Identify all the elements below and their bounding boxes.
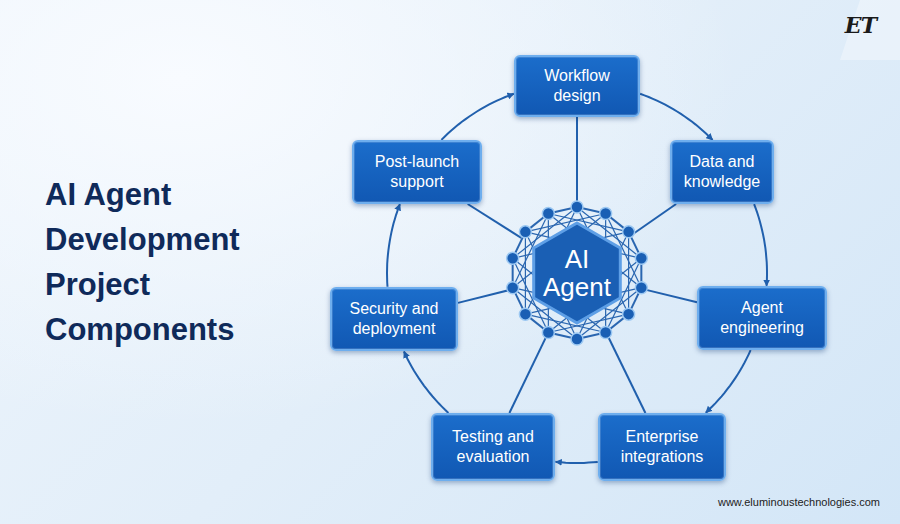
network-dot [623,308,635,320]
node-text: Data and knowledge [682,152,762,192]
network-dot [635,252,647,264]
network-link [525,232,526,314]
node-text: Post-launch support [364,152,470,192]
network-dot [542,326,554,338]
network-dot [600,326,612,338]
website-url: www.eluminoustechnologies.com [718,496,880,508]
network-dot [507,252,519,264]
cycle-arrow [404,352,448,413]
hub-node: AI Agent [502,198,652,348]
cycle-arrow [387,204,400,287]
network-dot [635,282,647,294]
cycle-arrow [640,94,713,140]
network-dot [507,282,519,294]
spoke-line [468,204,522,238]
network-dot [600,208,612,220]
diagram-title: AI Agent Development Project Components [45,172,305,352]
cycle-arrow [441,94,513,140]
network-dot [571,201,583,213]
process-box: Workflow design [514,55,640,117]
cycle-arrow [556,462,598,463]
network-dot [519,308,531,320]
hexagon-core [534,223,621,323]
process-box: Post-launch support [352,140,482,204]
spoke-line [576,117,578,207]
spoke-line [631,204,676,235]
process-box: Testing and evaluation [431,413,555,481]
network-link [628,232,629,314]
node-text: Testing and evaluation [443,427,543,467]
cycle-arrow [754,204,767,286]
node-text: Workflow design [526,66,628,106]
network-dot [571,333,583,345]
process-box: Agent engineering [697,286,827,350]
spoke-line [606,332,645,413]
spoke-line [509,332,548,413]
cycle-arrow [706,350,751,413]
spoke-line [641,289,697,303]
node-text: AI Agent [537,245,617,301]
spoke-line [458,289,513,303]
process-box: Security and deployment [330,287,458,351]
node-text: Agent engineering [709,298,815,338]
network-dot [519,226,531,238]
network-dot [623,226,635,238]
node-text: Security and deployment [342,299,446,339]
process-box: Data and knowledge [670,140,774,204]
network-dot [542,208,554,220]
node-text: Enterprise integrations [610,427,714,467]
corner-highlight [840,0,900,60]
brand-logo: ET [845,12,876,38]
process-box: Enterprise integrations [598,413,726,481]
